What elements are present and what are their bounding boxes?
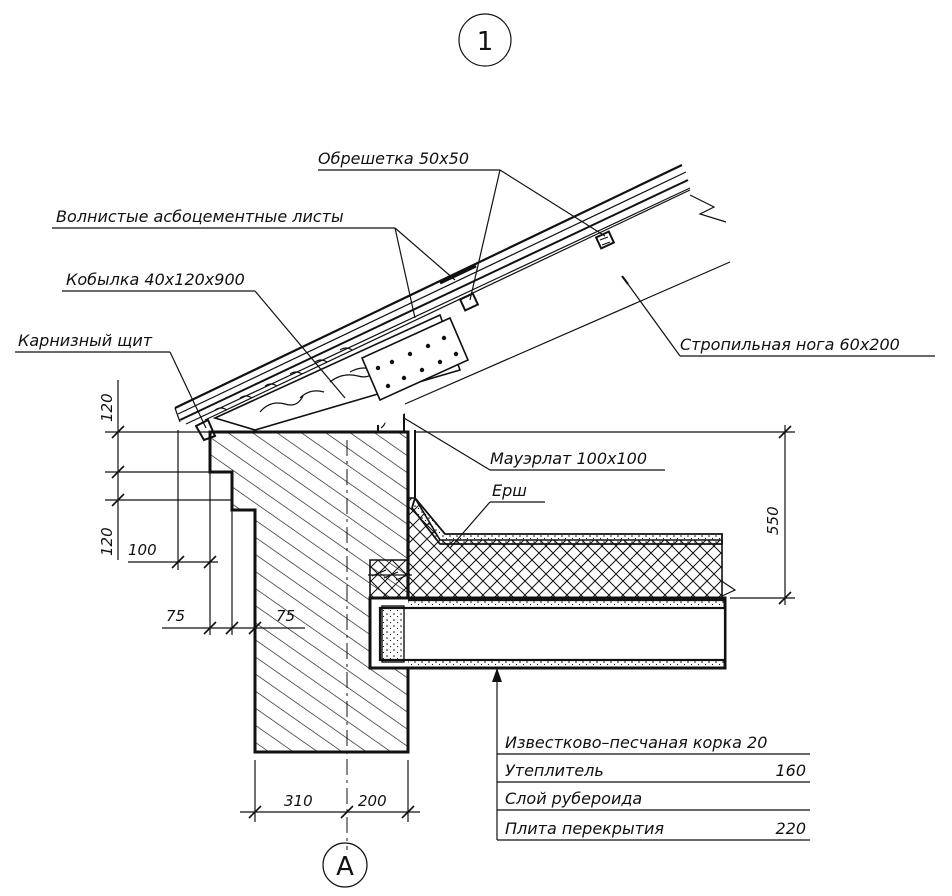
dim-310: 310 bbox=[284, 792, 313, 810]
axis-mark-letter: А bbox=[336, 852, 354, 882]
label-lathing: Обрешетка 50х50 bbox=[318, 149, 469, 168]
roof-sheets bbox=[174, 164, 691, 425]
layer-name-4: Плита перекрытия bbox=[505, 819, 664, 838]
layer-value-2: 160 bbox=[775, 761, 806, 780]
leaders bbox=[15, 169, 935, 841]
dim-550: 550 bbox=[764, 506, 782, 535]
layer-value-4: 220 bbox=[775, 819, 806, 838]
layer-name-2: Утеплитель bbox=[505, 761, 604, 780]
dim-120-top: 120 bbox=[98, 393, 116, 422]
layer-name-3: Слой рубероида bbox=[505, 789, 642, 808]
dim-75-left: 75 bbox=[166, 607, 185, 625]
section-mark-number: 1 bbox=[477, 27, 494, 57]
dim-200: 200 bbox=[358, 792, 387, 810]
floor-slab bbox=[368, 579, 737, 752]
label-rafter: Стропильная нога 60х200 bbox=[680, 335, 900, 354]
eaves-board bbox=[194, 418, 217, 442]
axis-mark: А bbox=[322, 842, 368, 888]
dimension-lines bbox=[105, 380, 795, 822]
label-eaves-board: Карнизный щит bbox=[18, 331, 153, 350]
dim-100: 100 bbox=[128, 541, 157, 559]
label-mauerlat: Мауэрлат 100х100 bbox=[490, 449, 647, 468]
section-mark: 1 bbox=[458, 13, 512, 67]
dim-120-bottom: 120 bbox=[98, 527, 116, 556]
dim-75-right: 75 bbox=[276, 607, 295, 625]
rafter bbox=[185, 189, 731, 425]
label-kobylka: Кобылка 40х120х900 bbox=[66, 270, 245, 289]
label-ersh: Ерш bbox=[492, 481, 527, 500]
label-corrugated-sheets: Волнистые асбоцементные листы bbox=[56, 207, 344, 226]
layer-name-1: Известково–песчаная корка 20 bbox=[505, 733, 767, 752]
bolted-plate bbox=[360, 316, 470, 402]
lime-sand-crust bbox=[411, 496, 723, 545]
